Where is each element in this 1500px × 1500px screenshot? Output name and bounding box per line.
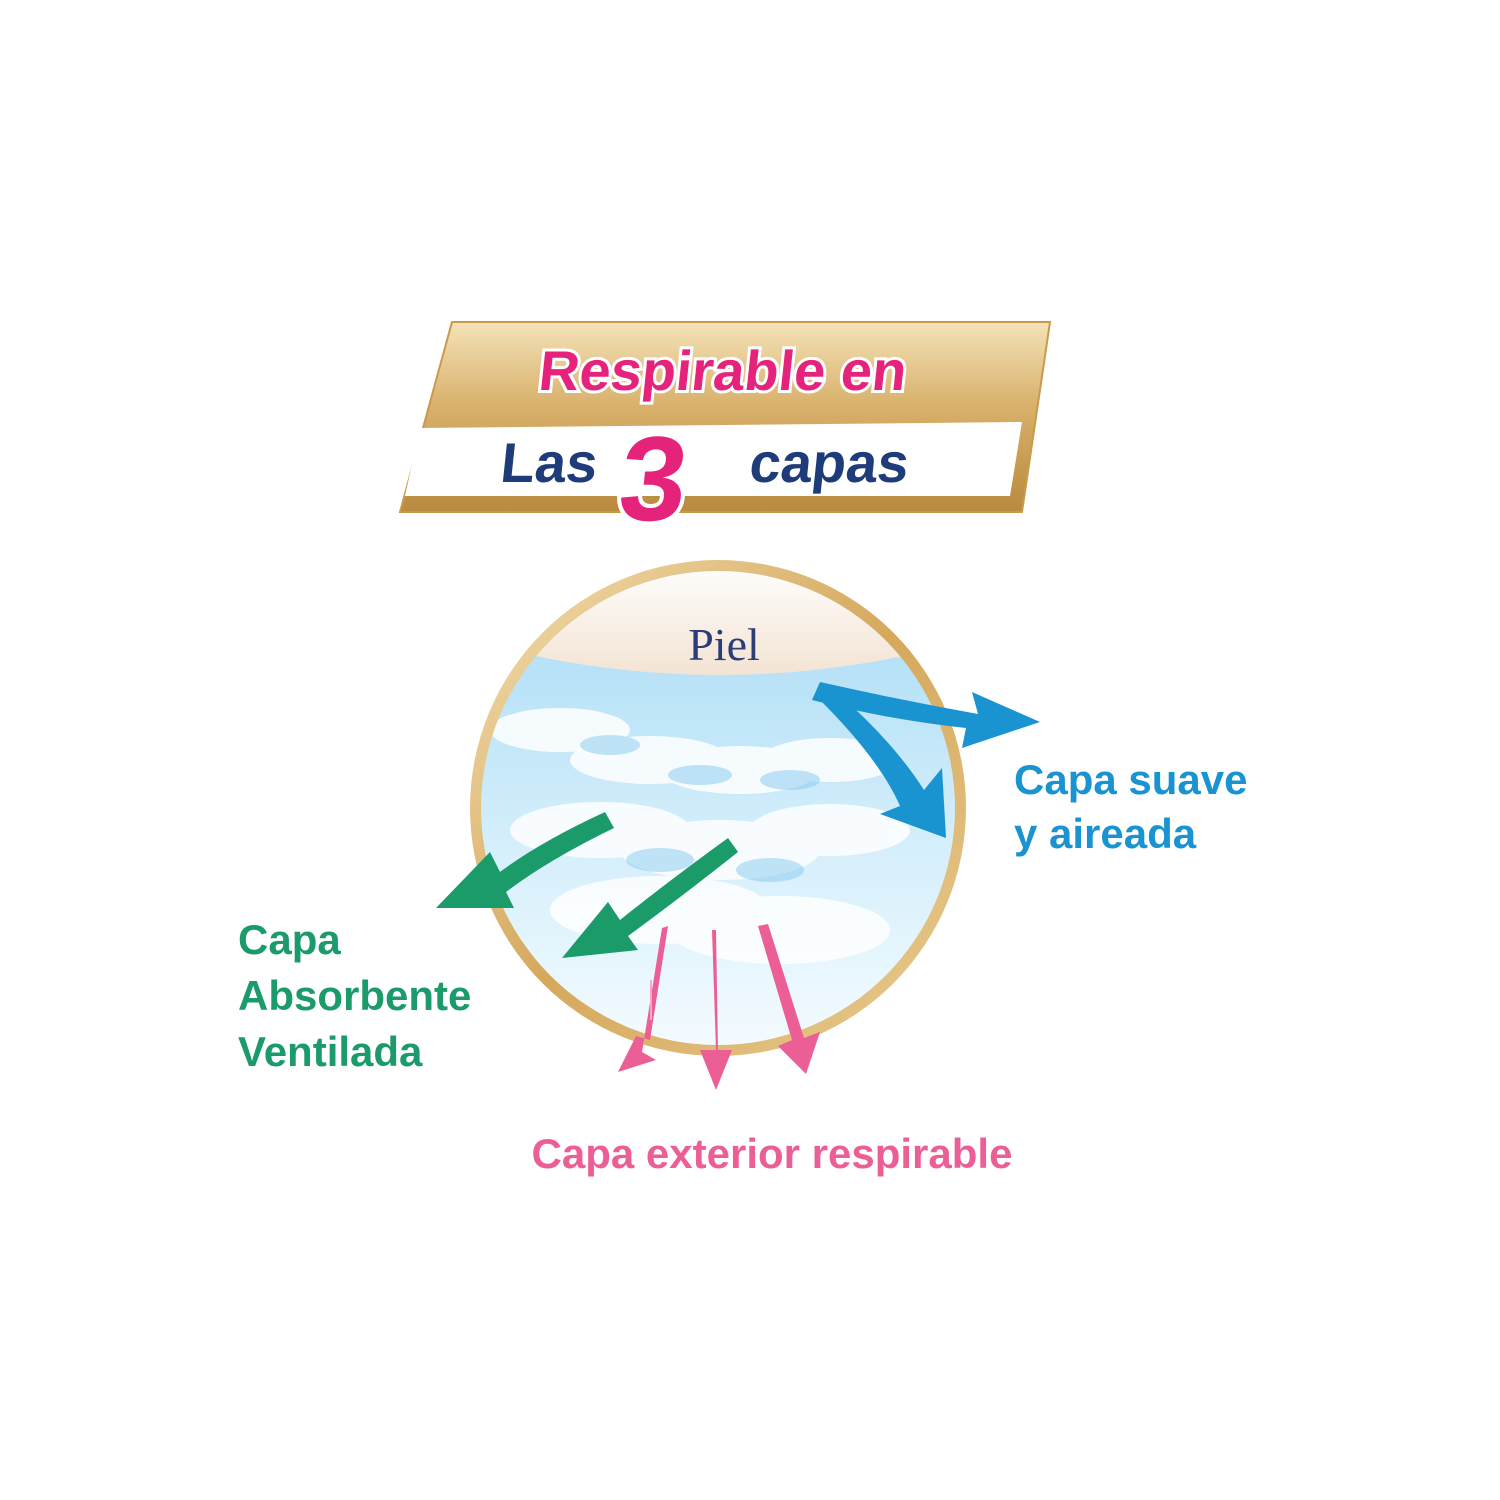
soft-layer-label: Capa suave y aireada — [1014, 756, 1247, 857]
soft-layer-line2: y aireada — [1014, 810, 1197, 857]
badge-number: 3 — [613, 412, 694, 546]
skin-label: Piel — [688, 619, 760, 670]
badge-line2-right: capas — [747, 431, 912, 494]
outer-layer-label: Capa exterior respirable — [532, 1130, 1013, 1177]
soft-layer-line1: Capa suave — [1014, 756, 1247, 803]
badge-line2-left: Las — [498, 431, 601, 494]
absorbent-layer-line2: Absorbente — [238, 972, 471, 1019]
outer-layer-arrows — [618, 924, 820, 1090]
absorbent-layer-arrows — [436, 812, 738, 958]
absorbent-layer-line3: Ventilada — [238, 1028, 423, 1075]
soft-layer-arrows — [812, 682, 1040, 838]
title-badge: Respirable en Las 3 capas — [398, 321, 1052, 550]
badge-line1: Respirable en — [536, 339, 910, 402]
absorbent-layer-label: Capa Absorbente Ventilada — [238, 916, 471, 1075]
absorbent-layer-line1: Capa — [238, 916, 341, 963]
